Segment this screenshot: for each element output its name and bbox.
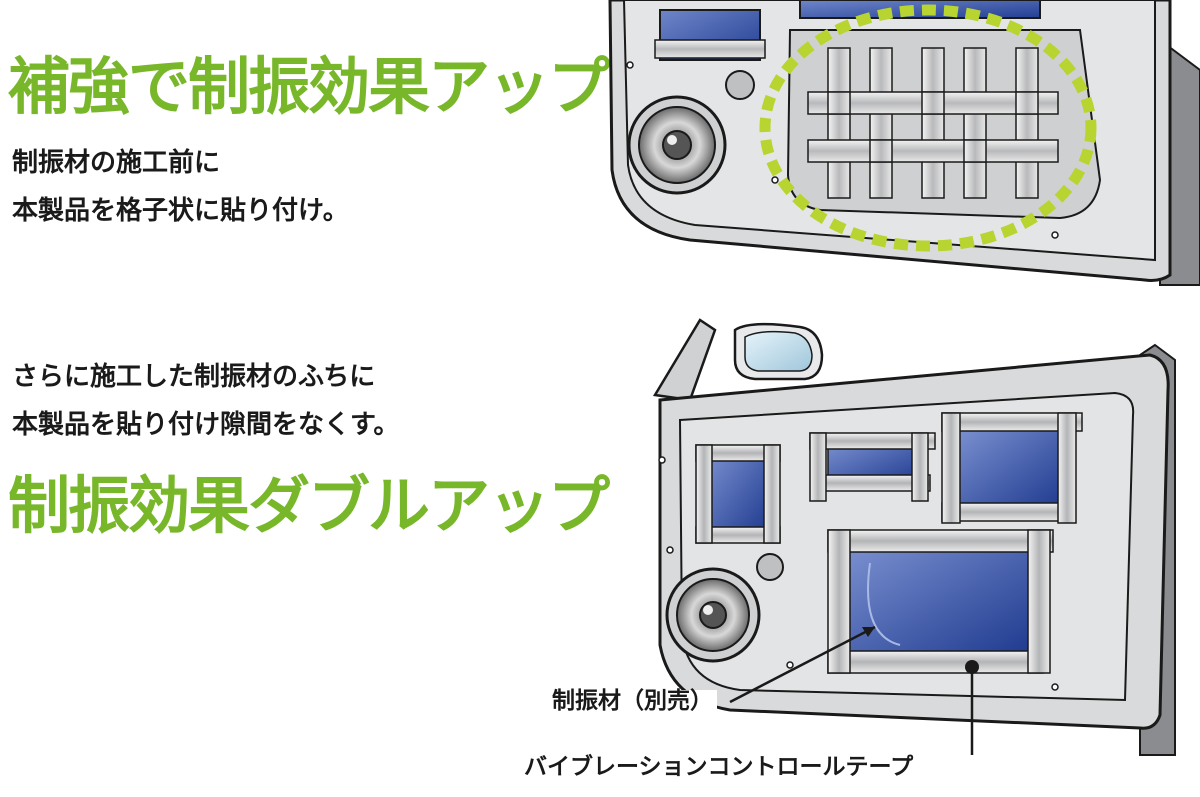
callout-dot-tape <box>965 660 979 674</box>
highlight-ellipse <box>759 4 1097 252</box>
tweeter <box>725 70 755 100</box>
tweeter <box>756 553 784 581</box>
panel-highlight <box>867 562 901 646</box>
callout-label-damping-material: 制振材（別売） <box>548 690 717 713</box>
screw-hole <box>658 456 666 464</box>
speaker-icon <box>665 567 761 663</box>
window-pillar <box>652 318 717 402</box>
damping-panel <box>957 429 1064 509</box>
description-line: さらに施工した制振材のふちに <box>12 362 376 392</box>
description-line: 制振材の施工前に <box>12 148 221 178</box>
side-mirror-icon <box>733 322 824 381</box>
headline-reinforcement: 補強で制振効果アップ <box>8 50 610 123</box>
edge-tape <box>941 412 1083 524</box>
access-hole <box>799 0 1041 19</box>
screw-hole <box>771 176 779 184</box>
car-door-grid-tape-illustration <box>608 0 1200 286</box>
headline-double-damping: 制振効果ダブルアップ <box>8 469 610 542</box>
screw-hole <box>786 661 794 669</box>
screw-hole <box>666 546 674 554</box>
screw-hole <box>1051 231 1059 239</box>
edge-tape <box>809 432 936 502</box>
screw-hole <box>626 61 634 69</box>
damping-panel-main <box>847 546 1031 656</box>
description-edge-tape: さらに施工した制振材のふちに 本製品を貼り付け隙間をなくす。 <box>12 353 399 449</box>
tape-frame <box>654 39 766 59</box>
description-line: 本製品を貼り付け隙間をなくす。 <box>12 410 400 440</box>
callout-line-damping <box>729 625 876 704</box>
callout-arrow-damping <box>862 627 875 637</box>
grid-tape-weave <box>827 91 1039 163</box>
damping-panel <box>707 452 769 534</box>
description-grid-tape: 制振材の施工前に 本製品を格子状に貼り付け。 <box>12 139 349 235</box>
edge-tape <box>695 444 781 544</box>
screw-hole <box>1051 683 1059 691</box>
description-line: 本製品を格子状に貼り付け。 <box>12 196 349 226</box>
edge-tape-main <box>827 529 1054 674</box>
car-door-edge-tape-illustration <box>652 318 1176 756</box>
speaker-icon <box>627 95 727 195</box>
callout-label-tape: バイブレーションコントロールテープ <box>520 756 918 779</box>
